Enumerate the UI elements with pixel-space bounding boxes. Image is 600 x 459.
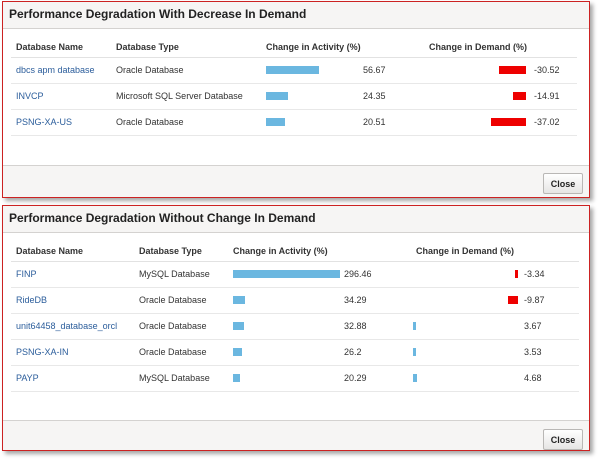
panel-title: Performance Degradation With Decrease In… — [3, 2, 589, 29]
no-change-demand-panel: Performance Degradation Without Change I… — [2, 205, 590, 451]
demand-bar — [491, 118, 526, 126]
table-row: PSNG-XA-US Oracle Database 20.51 -37.02 — [11, 109, 577, 136]
activity-value: 56.67 — [363, 65, 386, 75]
activity-value: 32.88 — [344, 321, 367, 331]
column-header-change-in-activity[interactable]: Change in Activity (%) — [228, 241, 411, 262]
activity-bar — [233, 348, 242, 356]
activity-value: 20.29 — [344, 373, 367, 383]
demand-value: 4.68 — [524, 373, 542, 383]
table-row: RideDB Oracle Database 34.29 -9.87 — [11, 287, 579, 314]
demand-value: -30.52 — [534, 65, 560, 75]
no-change-demand-table: Database Name Database Type Change in Ac… — [11, 241, 579, 392]
activity-cell: 20.29 — [228, 365, 411, 392]
column-header-database-type[interactable]: Database Type — [111, 37, 261, 58]
demand-bar — [515, 270, 518, 278]
database-link[interactable]: unit64458_database_orcl — [16, 321, 118, 331]
database-link[interactable]: INVCP — [16, 91, 44, 101]
demand-cell: -37.02 — [424, 109, 577, 136]
demand-value: 3.53 — [524, 347, 542, 357]
database-type: Oracle Database — [134, 313, 228, 340]
database-link[interactable]: PAYP — [16, 373, 39, 383]
table-row: FINP MySQL Database 296.46 -3.34 — [11, 261, 579, 288]
activity-value: 296.46 — [344, 269, 372, 279]
decrease-demand-panel: Performance Degradation With Decrease In… — [2, 1, 590, 198]
database-type: Oracle Database — [134, 287, 228, 314]
database-link[interactable]: FINP — [16, 269, 37, 279]
panel-body: Database Name Database Type Change in Ac… — [3, 29, 589, 166]
activity-bar — [233, 270, 340, 278]
column-header-change-in-demand[interactable]: Change in Demand (%) — [424, 37, 577, 58]
activity-cell: 34.29 — [228, 287, 411, 314]
activity-bar — [266, 118, 285, 126]
database-link[interactable]: dbcs apm database — [16, 65, 95, 75]
column-header-change-in-activity[interactable]: Change in Activity (%) — [261, 37, 424, 58]
activity-cell: 32.88 — [228, 313, 411, 340]
demand-value: -37.02 — [534, 117, 560, 127]
database-link[interactable]: RideDB — [16, 295, 48, 305]
table-row: PSNG-XA-IN Oracle Database 26.2 3.53 — [11, 339, 579, 366]
table-header-row: Database Name Database Type Change in Ac… — [11, 241, 579, 262]
table-row: dbcs apm database Oracle Database 56.67 … — [11, 57, 577, 84]
demand-cell: -30.52 — [424, 57, 577, 84]
demand-cell: 3.53 — [411, 339, 579, 366]
activity-cell: 24.35 — [261, 83, 424, 110]
activity-value: 26.2 — [344, 347, 362, 357]
database-type: MySQL Database — [134, 365, 228, 392]
table-row: INVCP Microsoft SQL Server Database 24.3… — [11, 83, 577, 110]
table-row: PAYP MySQL Database 20.29 4.68 — [11, 365, 579, 392]
database-type: Microsoft SQL Server Database — [111, 83, 261, 110]
column-header-database-name[interactable]: Database Name — [11, 37, 111, 58]
close-button[interactable]: Close — [543, 429, 583, 450]
activity-cell: 296.46 — [228, 261, 411, 288]
panel-body: Database Name Database Type Change in Ac… — [3, 233, 589, 421]
database-link[interactable]: PSNG-XA-IN — [16, 347, 69, 357]
demand-value: 3.67 — [524, 321, 542, 331]
close-button[interactable]: Close — [543, 173, 583, 194]
demand-cell: 3.67 — [411, 313, 579, 340]
database-type: Oracle Database — [111, 57, 261, 84]
database-link[interactable]: PSNG-XA-US — [16, 117, 73, 127]
table-header-row: Database Name Database Type Change in Ac… — [11, 37, 577, 58]
table-row: unit64458_database_orcl Oracle Database … — [11, 313, 579, 340]
activity-value: 34.29 — [344, 295, 367, 305]
database-type: Oracle Database — [134, 339, 228, 366]
column-header-database-type[interactable]: Database Type — [134, 241, 228, 262]
activity-value: 20.51 — [363, 117, 386, 127]
demand-cell: -14.91 — [424, 83, 577, 110]
demand-value: -9.87 — [524, 295, 545, 305]
demand-bar — [508, 296, 518, 304]
activity-bar — [266, 66, 319, 74]
demand-cell: -9.87 — [411, 287, 579, 314]
database-type: MySQL Database — [134, 261, 228, 288]
activity-cell: 26.2 — [228, 339, 411, 366]
demand-bar — [413, 322, 416, 330]
panel-title: Performance Degradation Without Change I… — [3, 206, 589, 233]
activity-bar — [233, 374, 240, 382]
demand-bar — [499, 66, 526, 74]
decrease-demand-table: Database Name Database Type Change in Ac… — [11, 37, 577, 136]
activity-cell: 20.51 — [261, 109, 424, 136]
activity-cell: 56.67 — [261, 57, 424, 84]
demand-cell: -3.34 — [411, 261, 579, 288]
activity-bar — [233, 296, 245, 304]
activity-value: 24.35 — [363, 91, 386, 101]
demand-bar — [413, 374, 417, 382]
demand-bar — [413, 348, 416, 356]
activity-bar — [233, 322, 244, 330]
database-type: Oracle Database — [111, 109, 261, 136]
demand-bar — [513, 92, 526, 100]
column-header-change-in-demand[interactable]: Change in Demand (%) — [411, 241, 579, 262]
demand-value: -14.91 — [534, 91, 560, 101]
demand-value: -3.34 — [524, 269, 545, 279]
demand-cell: 4.68 — [411, 365, 579, 392]
column-header-database-name[interactable]: Database Name — [11, 241, 134, 262]
activity-bar — [266, 92, 288, 100]
